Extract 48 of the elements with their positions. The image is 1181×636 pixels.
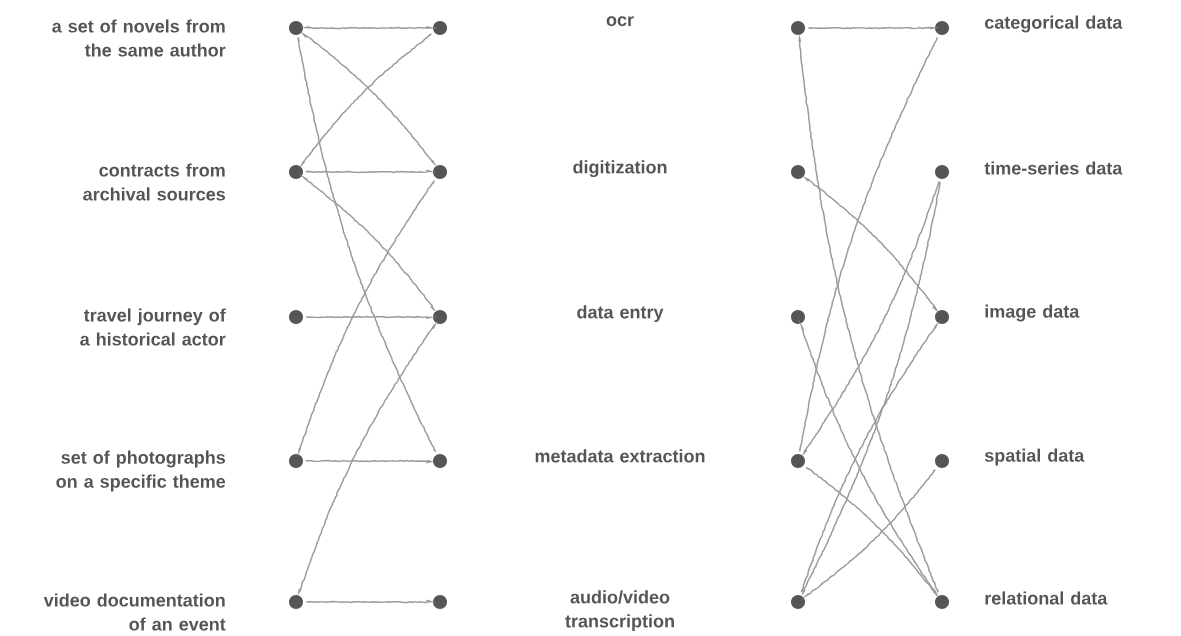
connector-dot [433, 310, 447, 324]
matching-line [807, 26, 940, 30]
option-label: travel journey of a historical actor [80, 308, 226, 346]
connector-dot [935, 310, 949, 324]
connector-dot [289, 595, 303, 609]
matching-line [801, 181, 941, 596]
matching-line [297, 320, 438, 596]
method-label: digitization [573, 160, 667, 178]
option-label: contracts from archival sources [83, 163, 225, 201]
option-label: a set of novels from the same author [52, 19, 226, 57]
connector-dot [433, 454, 447, 468]
matching-line [298, 173, 436, 312]
method-label: metadata extraction [535, 449, 705, 463]
option-label: time-series data [984, 161, 1123, 175]
connector-dot [289, 454, 303, 468]
connector-dot [433, 165, 447, 179]
matching-line [798, 34, 939, 593]
connector-dot [791, 21, 805, 35]
matching-line [305, 599, 437, 604]
connector-dot [791, 454, 805, 468]
matching-line [304, 459, 435, 464]
matching-line [297, 180, 436, 457]
matching-line [305, 169, 437, 174]
option-label: video documentation of an event [43, 593, 226, 631]
matching-line [297, 36, 437, 453]
matching-line [801, 180, 940, 457]
connector-dot [289, 165, 303, 179]
method-label: data entry [577, 305, 664, 323]
option-label: categorical data [985, 15, 1123, 33]
connector-dot [791, 165, 805, 179]
connector-dot [433, 21, 447, 35]
option-label: relational data [985, 591, 1108, 605]
connector-dot [935, 454, 949, 468]
connector-dot [289, 310, 303, 324]
method-label: audio/video transcription [565, 590, 674, 632]
method-label: ocr [606, 16, 634, 27]
matching-line [802, 176, 939, 314]
connector-dot [935, 165, 949, 179]
matching-line [798, 36, 939, 453]
option-label: set of photographs on a specific theme [56, 450, 226, 492]
option-label: spatial data [984, 448, 1085, 466]
connector-dot [433, 595, 447, 609]
connector-dot [935, 595, 949, 609]
connector-dot [791, 310, 805, 324]
connector-dot [791, 595, 805, 609]
connector-dot [289, 21, 303, 35]
option-label: image data [985, 304, 1080, 322]
connector-dot [935, 21, 949, 35]
